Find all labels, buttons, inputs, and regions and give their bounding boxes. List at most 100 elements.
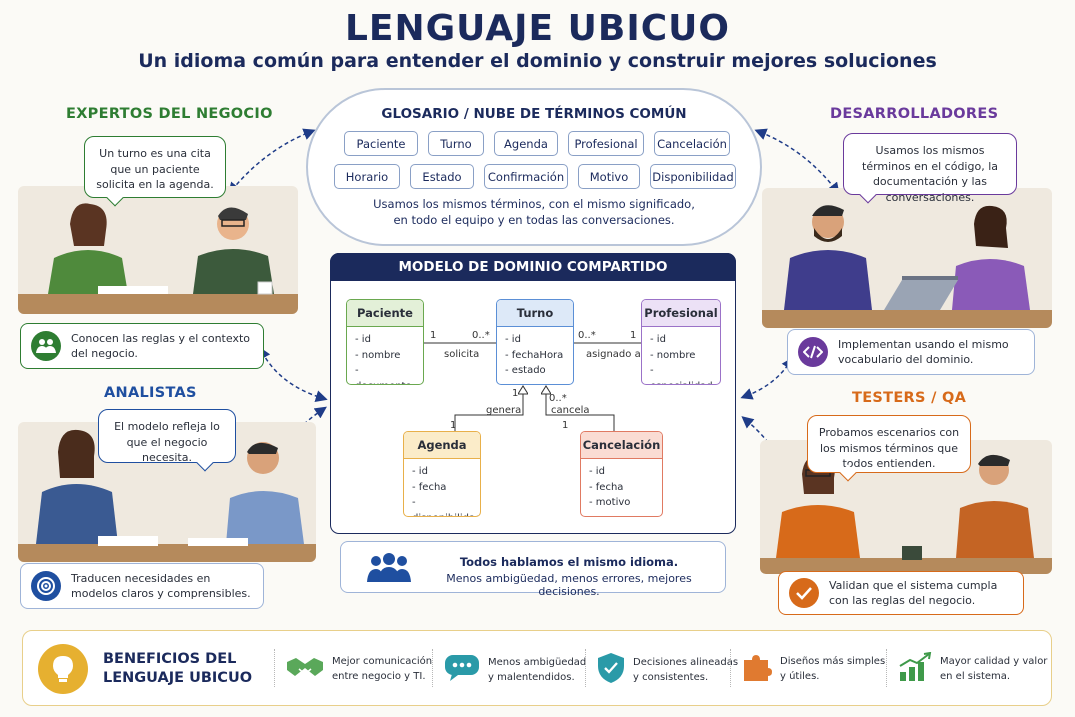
arrow-glossary-developers <box>754 128 840 195</box>
class-attr: - motivo <box>589 497 631 508</box>
experts-role-box: Conocen las reglas y el contexto del neg… <box>20 323 264 369</box>
benefit-item: Mayor calidad y valor en el sistema. <box>898 651 1048 688</box>
term-chip: Agenda <box>494 131 558 156</box>
target-icon <box>31 571 61 601</box>
multiplicity-label: 1 <box>630 330 637 341</box>
class-attributes: - id - fecha - motivo <box>581 459 662 516</box>
arrow-experts-model <box>259 346 328 402</box>
analysts-role-box: Traducen necesidades en modelos claros y… <box>20 563 264 609</box>
divider <box>432 649 433 687</box>
analysts-heading: ANALISTAS <box>104 385 197 401</box>
relation-label-solicita: solicita <box>444 349 480 360</box>
testers-heading: TESTERS / QA <box>852 390 967 406</box>
term-chip: Disponibilidad <box>650 164 736 189</box>
class-name: Agenda <box>404 432 480 459</box>
benefit-text: y útiles. <box>780 670 820 682</box>
glossary-note: Usamos los mismos términos, con el mismo… <box>306 196 762 228</box>
developers-role-text: Implementan usando el mismo vocabulario … <box>838 337 1009 367</box>
benefit-text: Mejor comunicación <box>332 656 433 668</box>
class-attr: - nombre <box>355 349 401 361</box>
term-chip: Horario <box>334 164 400 189</box>
term-chip: Cancelación <box>654 131 730 156</box>
check-icon <box>789 578 819 608</box>
class-attr: - fecha <box>589 481 624 493</box>
testers-role-text: Validan que el sistema cumpla con las re… <box>829 578 998 608</box>
multiplicity-label: 0..* <box>472 330 490 341</box>
domain-model-title: MODELO DE DOMINIO COMPARTIDO <box>330 253 736 281</box>
glossary-note-line: Usamos los mismos términos, con el mismo… <box>373 197 695 211</box>
puzzle-icon <box>742 652 772 688</box>
relation-label-asignado: asignado a <box>586 349 641 360</box>
multiplicity-label: 1 <box>562 420 569 431</box>
class-attr: - id <box>505 334 521 345</box>
class-attributes: - id - fechaHora - estado <box>497 327 573 384</box>
term-chip: Confirmación <box>484 164 568 189</box>
developers-scene <box>762 188 1052 328</box>
code-icon <box>798 337 828 367</box>
benefit-text: en el sistema. <box>940 670 1011 682</box>
analysts-illustration <box>18 429 316 562</box>
class-turno: Turno - id - fechaHora - estado <box>496 299 574 385</box>
team-icon <box>366 552 412 586</box>
multiplicity-label: 1 <box>430 330 437 341</box>
class-name: Paciente <box>347 300 423 327</box>
benefit-text: Mayor calidad y valor <box>940 656 1048 668</box>
shared-line2: Menos ambigüedad, menos errores, mejores… <box>446 572 692 598</box>
benefit-text: Menos ambigüedad <box>488 657 587 669</box>
relation-label-cancela: cancela <box>551 405 590 416</box>
benefit-item: Menos ambigüedad y malentendidos. <box>444 654 586 688</box>
chat-icon <box>444 654 480 688</box>
model-relations <box>424 342 641 431</box>
relation-label-genera: genera <box>486 405 522 416</box>
class-attr: - estado <box>505 365 546 376</box>
developers-quote: Usamos los mismos términos en el código,… <box>862 144 998 204</box>
testers-quote: Probamos escenarios con los mismos térmi… <box>818 426 960 470</box>
benefits-title-line: BENEFICIOS DEL <box>103 651 237 667</box>
analysts-role-text: Traducen necesidades en modelos claros y… <box>71 571 251 601</box>
analysts-quote-bubble: El modelo refleja lo que el negocio nece… <box>98 409 236 472</box>
benefit-text: Diseños más simples <box>780 656 886 668</box>
class-name: Profesional <box>642 300 720 327</box>
class-name: Turno <box>497 300 573 327</box>
page-subtitle: Un idioma común para entender el dominio… <box>138 50 937 72</box>
page-title: LENGUAJE UBICUO <box>344 8 731 49</box>
developers-quote-bubble: Usamos los mismos términos en el código,… <box>843 133 1017 204</box>
experts-quote: Un turno es una cita que un paciente sol… <box>96 147 214 191</box>
testers-illustration <box>760 454 1052 574</box>
shield-check-icon <box>597 652 625 690</box>
people-icon <box>31 331 61 361</box>
multiplicity-label: 1 <box>450 420 457 431</box>
analysts-quote: El modelo refleja lo que el negocio nece… <box>114 420 220 464</box>
experts-illustration <box>18 203 298 314</box>
glossary-title: GLOSARIO / NUBE DE TÉRMINOS COMÚN <box>381 106 687 122</box>
class-attr: - id <box>355 334 371 345</box>
growth-chart-icon <box>898 651 932 688</box>
term-chip: Profesional <box>568 131 644 156</box>
multiplicity-label: 0..* <box>549 393 567 404</box>
experts-role-text: Conocen las reglas y el contexto del neg… <box>71 331 250 361</box>
class-attributes: - id - nombre - especialidad <box>642 327 720 384</box>
relation-line-agenda-turno <box>454 386 523 431</box>
experts-quote-bubble: Un turno es una cita que un paciente sol… <box>84 136 226 207</box>
class-attr: - especialidad <box>650 365 713 384</box>
benefits-title-line: LENGUAJE UBICUO <box>103 670 253 686</box>
benefit-text: y malentendidos. <box>488 671 575 683</box>
benefits-title: BENEFICIOS DEL LENGUAJE UBICUO <box>103 650 252 688</box>
developers-illustration <box>762 205 1052 328</box>
class-attr: - disponibilidad <box>412 497 480 516</box>
handshake-icon <box>286 654 324 686</box>
glossary-note-line: en todo el equipo y en todas las convers… <box>393 213 675 227</box>
lightbulb-icon <box>38 644 88 694</box>
term-chip: Motivo <box>578 164 640 189</box>
class-attr: - documento <box>355 365 412 384</box>
benefit-text: Decisiones alineadas <box>633 657 739 669</box>
class-cancelacion: Cancelación - id - fecha - motivo <box>580 431 663 517</box>
divider <box>274 649 275 687</box>
class-attr: - id <box>412 466 428 477</box>
experts-scene <box>18 186 298 314</box>
term-chip: Turno <box>428 131 484 156</box>
class-paciente: Paciente - id - nombre - documento <box>346 299 424 385</box>
testers-role-box: Validan que el sistema cumpla con las re… <box>778 571 1024 615</box>
